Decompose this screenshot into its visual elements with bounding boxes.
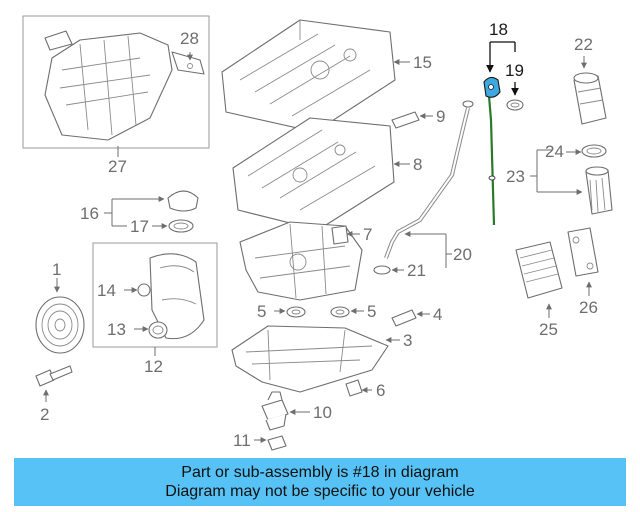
info-banner: Part or sub-assembly is #18 in diagram D…	[14, 458, 626, 506]
timing-cover-group: 14 13 12	[92, 242, 218, 376]
camshaft-housing-group: 8	[232, 117, 422, 231]
callout-7[interactable]: 7	[363, 225, 372, 244]
intake-manifold	[44, 32, 173, 141]
callout-5-right[interactable]: 5	[367, 302, 376, 321]
camshaft-housing	[232, 117, 395, 231]
manifold-frame	[22, 15, 210, 149]
cooler-gasket-group: 26	[567, 227, 599, 317]
washers-group: 5 5	[257, 302, 376, 321]
pulley-bolt	[35, 369, 55, 387]
oil-pan-group: 3	[231, 325, 412, 393]
callout-4[interactable]: 4	[433, 305, 442, 324]
callout-14[interactable]: 14	[97, 281, 116, 300]
filter-seal	[581, 144, 607, 158]
oil-cooler-gasket	[567, 227, 599, 277]
sensor-seal	[267, 435, 287, 451]
callout-25[interactable]: 25	[539, 320, 558, 339]
callout-1[interactable]: 1	[52, 260, 61, 279]
banner-line-1: Part or sub-assembly is #18 in diagram	[181, 464, 459, 481]
upper-oil-pan-group: 7	[239, 221, 372, 301]
oil-dipstick	[486, 83, 496, 226]
crankshaft-pulley	[35, 296, 85, 354]
upper-oil-pan	[239, 221, 363, 301]
dipstick-group: 18 19	[483, 20, 524, 226]
small-fitting-4: 4	[391, 305, 442, 327]
oil-level-sensor	[261, 399, 289, 421]
parts-diagram: 27 28 15 9 8 16 17	[22, 15, 613, 451]
callout-9[interactable]: 9	[436, 107, 445, 126]
oil-filler-cap	[167, 190, 199, 212]
callout-3[interactable]: 3	[403, 331, 412, 350]
oil-filter-element	[585, 169, 613, 215]
dipstick-oring	[506, 99, 524, 111]
bolt-2-group: 2	[35, 365, 73, 424]
callout-20[interactable]: 20	[453, 245, 472, 264]
manifold-gasket	[171, 51, 205, 75]
oil-filter-group: 22	[573, 35, 607, 125]
guide-tube-oring	[373, 265, 391, 275]
callout-18[interactable]: 18	[489, 20, 508, 39]
callout-21[interactable]: 21	[407, 261, 426, 280]
callout-11[interactable]: 11	[233, 431, 251, 450]
oil-cap-seal	[168, 219, 194, 233]
filter-element-group: 23 24	[506, 142, 613, 215]
callout-8[interactable]: 8	[413, 155, 422, 174]
washer-left	[286, 306, 306, 318]
timing-chain-cover	[149, 253, 205, 340]
callout-10[interactable]: 10	[313, 403, 332, 422]
callout-17[interactable]: 17	[130, 217, 149, 236]
callout-23[interactable]: 23	[506, 167, 525, 186]
crank-pulley-group: 1	[35, 260, 85, 354]
valve-cover-group: 15	[221, 19, 432, 133]
oil-pan	[231, 325, 389, 393]
small-fitting-9: 9	[391, 107, 445, 129]
callout-19[interactable]: 19	[505, 61, 524, 80]
callout-2[interactable]: 2	[40, 405, 49, 424]
callout-13[interactable]: 13	[107, 320, 126, 339]
banner-line-2: Diagram may not be specific to your vehi…	[165, 483, 475, 500]
callout-5-left[interactable]: 5	[257, 302, 266, 321]
oil-cap-group: 16 17	[80, 190, 199, 236]
callout-22[interactable]: 22	[574, 35, 593, 54]
callout-16[interactable]: 16	[80, 204, 99, 223]
callout-15[interactable]: 15	[413, 53, 432, 72]
drain-plug-group: 6	[345, 379, 385, 400]
drain-plug	[345, 379, 363, 397]
oil-cooler-group: 25	[515, 241, 563, 339]
dipstick-tube-group: 20 21	[373, 100, 474, 280]
callout-12[interactable]: 12	[144, 357, 163, 376]
callout-26[interactable]: 26	[579, 298, 598, 317]
intake-manifold-group: 27 28	[22, 15, 210, 176]
washer-right	[330, 306, 350, 318]
callout-24[interactable]: 24	[545, 142, 564, 161]
cylinder-head-cover	[221, 19, 396, 133]
oil-sensor-group: 10 11	[233, 391, 332, 451]
callout-6[interactable]: 6	[376, 381, 385, 400]
callout-27[interactable]: 27	[108, 157, 127, 176]
dipstick-guide-tube	[384, 107, 470, 259]
callout-28[interactable]: 28	[180, 29, 199, 48]
